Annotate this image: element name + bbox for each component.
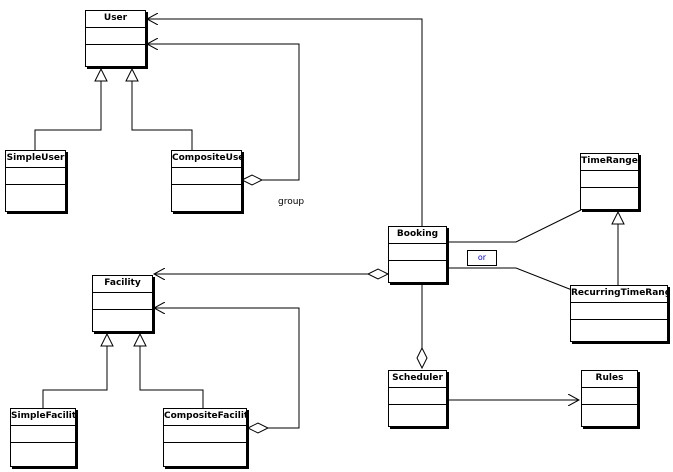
attributes-compartment [389, 244, 446, 261]
class-booking[interactable]: Booking [388, 226, 447, 283]
aggregation-diamond-icon [366, 268, 390, 280]
class-name: CompositeFacility [164, 409, 246, 426]
inheritance-triangle-icon [100, 332, 114, 347]
inheritance-triangle-icon [125, 67, 139, 82]
class-compositeuser[interactable]: CompositeUser [171, 150, 242, 212]
attributes-compartment [581, 171, 638, 188]
class-facility[interactable]: Facility [92, 275, 153, 332]
attributes-compartment [93, 293, 152, 310]
generalization-simpleuser-user [34, 81, 102, 150]
class-name: Rules [582, 371, 637, 388]
aggregation-diamond-icon [416, 346, 428, 370]
class-simpleuser[interactable]: SimpleUser [5, 150, 66, 212]
attributes-compartment [389, 388, 446, 405]
generalization-compositefacility-facility [139, 346, 204, 408]
attributes-compartment [582, 388, 637, 405]
attributes-compartment [86, 28, 145, 45]
class-rules[interactable]: Rules [581, 370, 638, 427]
booking-user-association [147, 19, 423, 228]
booking-recurringtimerange-association [448, 267, 573, 291]
aggregation-diamond-icon [246, 422, 270, 434]
generalization-simplefacility-facility [42, 346, 108, 408]
attributes-compartment [172, 168, 241, 185]
class-name: Facility [93, 276, 152, 293]
inheritance-triangle-icon [94, 67, 108, 82]
class-simplefacility[interactable]: SimpleFacility [10, 408, 76, 467]
class-name: SimpleUser [6, 151, 65, 168]
class-name: CompositeUser [172, 151, 241, 168]
attributes-compartment [11, 426, 75, 443]
attributes-compartment [164, 426, 246, 443]
aggregation-diamond-icon [240, 174, 264, 186]
class-timerange[interactable]: TimeRange [580, 153, 639, 210]
booking-timerange-association [448, 209, 582, 243]
class-user[interactable]: User [85, 10, 146, 67]
class-name: TimeRange [581, 154, 638, 171]
class-scheduler[interactable]: Scheduler [388, 370, 447, 427]
or-constraint-box: or [467, 250, 497, 266]
class-name: User [86, 11, 145, 28]
generalization-compositeuser-user [131, 81, 193, 150]
attributes-compartment [571, 303, 667, 320]
class-compositefacility[interactable]: CompositeFacility [163, 408, 247, 467]
inheritance-triangle-icon [133, 332, 147, 347]
attributes-compartment [6, 168, 65, 185]
composite-facility-aggregation [154, 308, 300, 429]
class-recurringtimerange[interactable]: RecurringTimeRange [570, 285, 668, 342]
inheritance-triangle-icon [611, 210, 625, 225]
group-role-label: group [278, 197, 305, 207]
class-name: Booking [389, 227, 446, 244]
class-name: RecurringTimeRange [571, 286, 667, 303]
class-name: Scheduler [389, 371, 446, 388]
class-name: SimpleFacility [11, 409, 75, 426]
group-aggregation-user [147, 44, 300, 181]
